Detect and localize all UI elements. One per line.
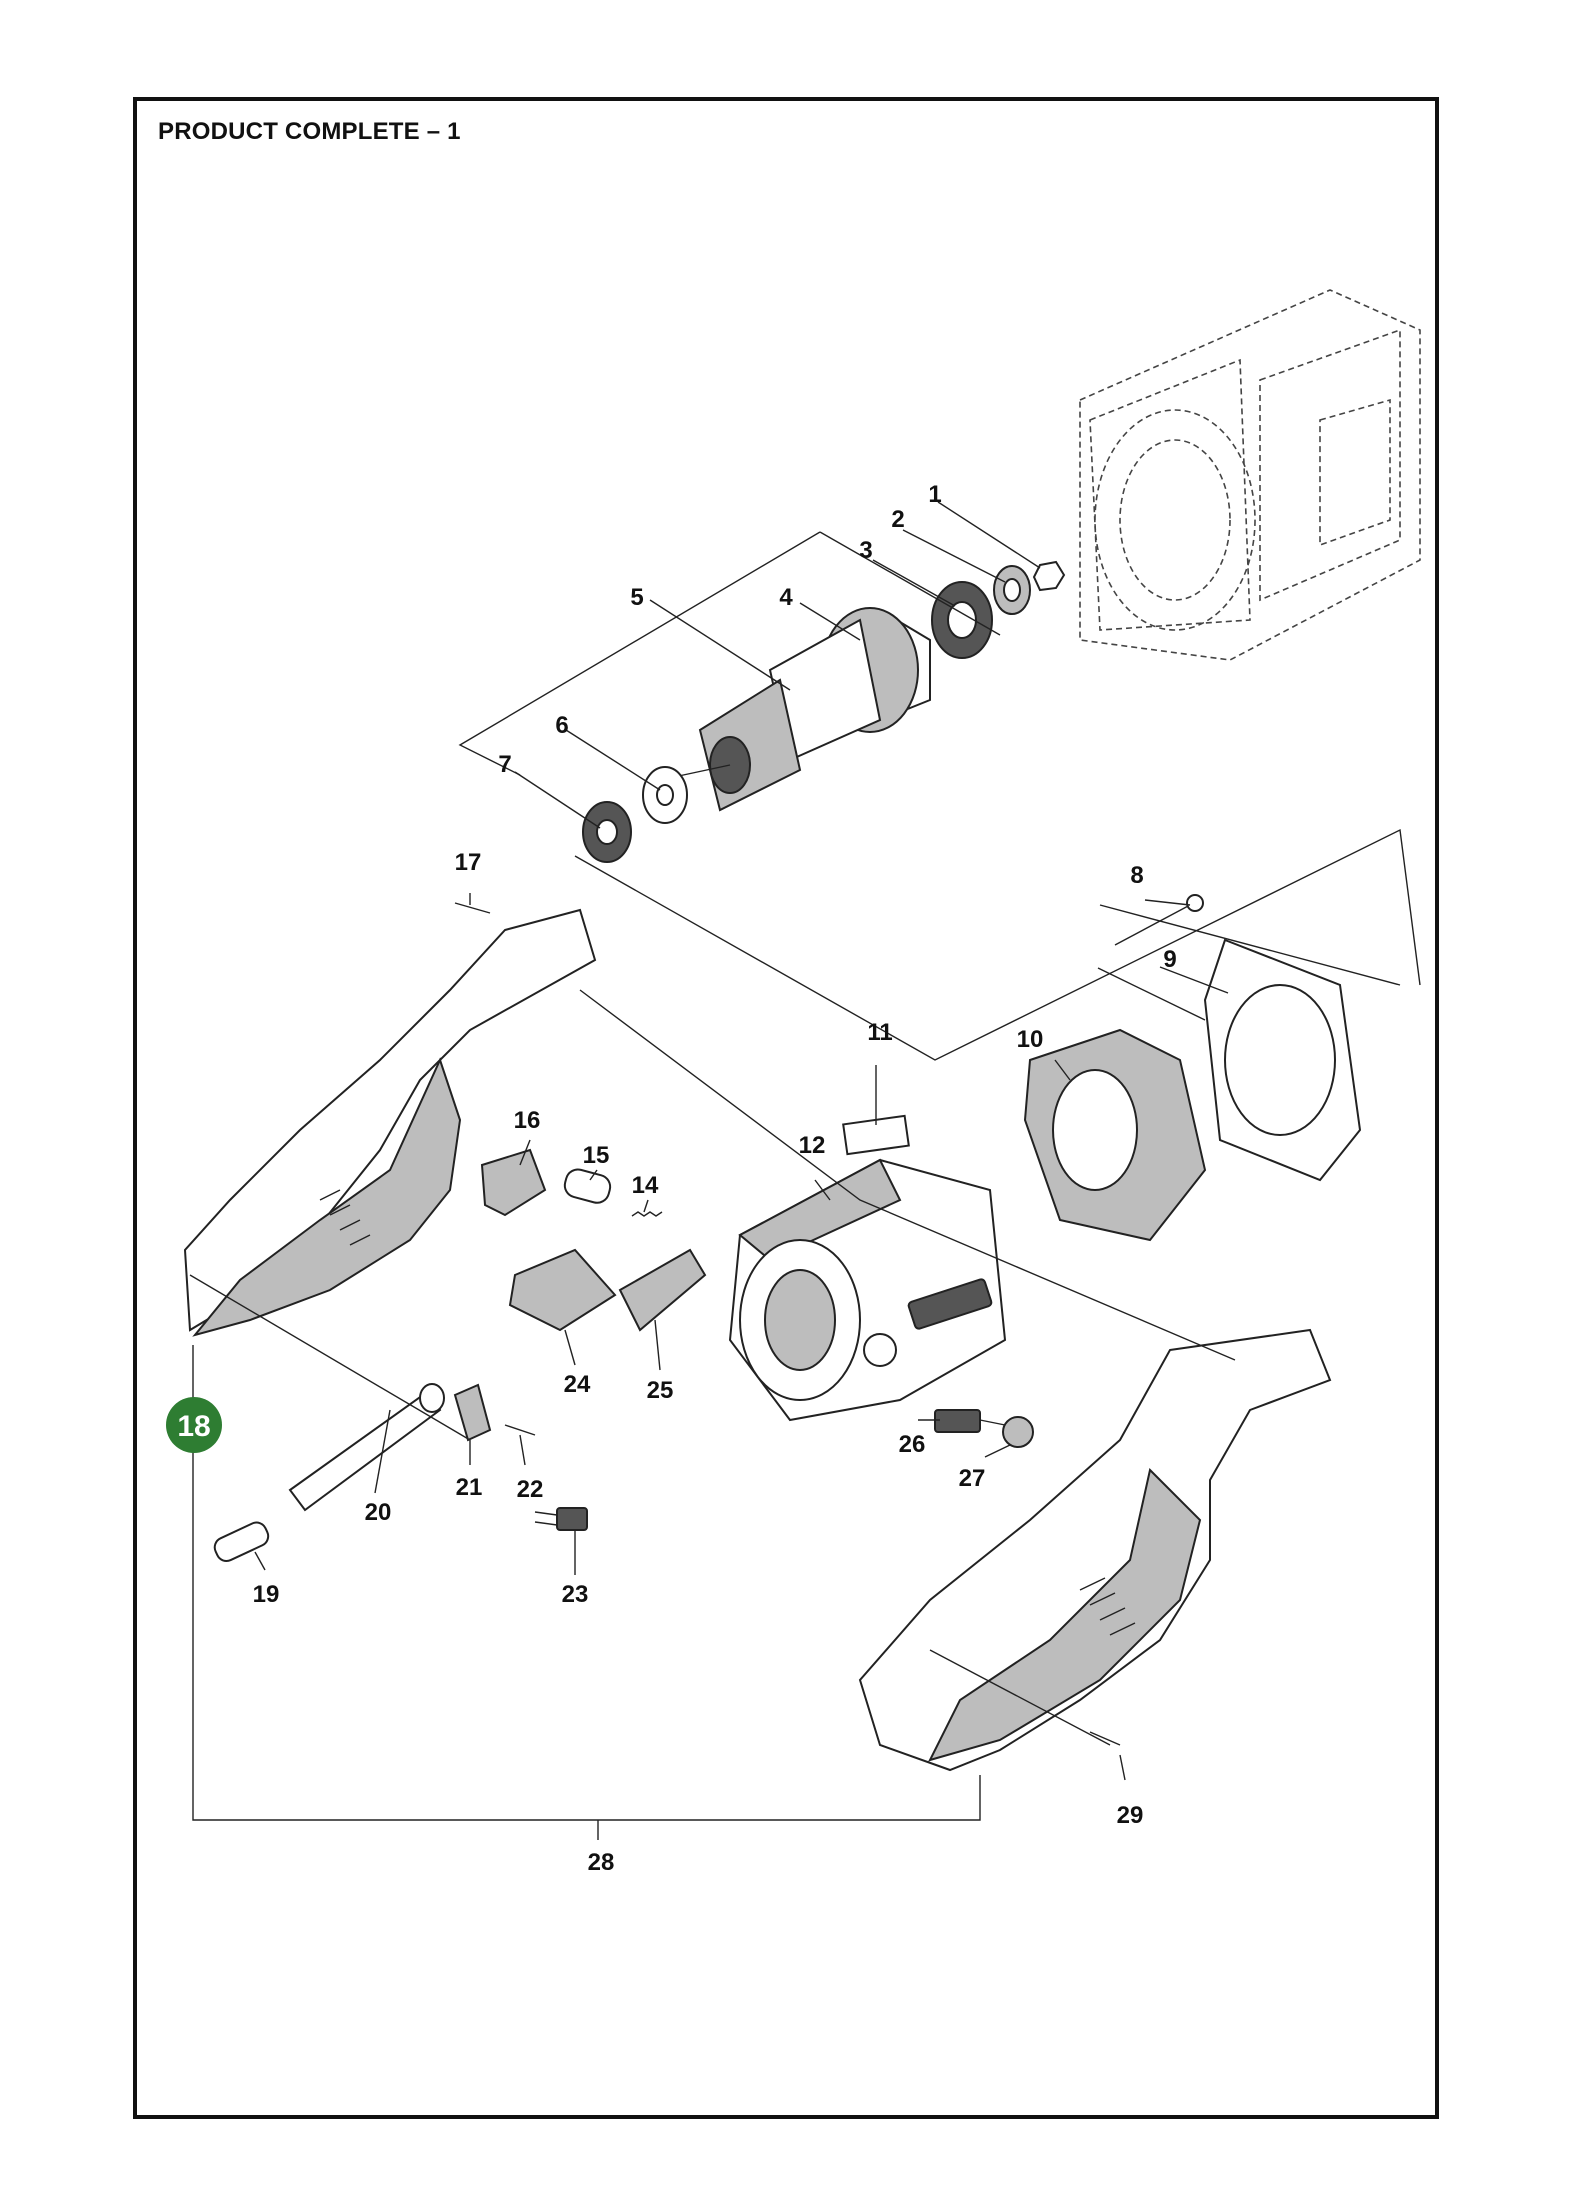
part-label-29: 29 <box>1117 1802 1144 1829</box>
page-title: PRODUCT COMPLETE – 1 <box>158 118 461 145</box>
part-labels: 1 2 3 4 5 6 7 8 9 10 11 12 14 15 16 17 1… <box>253 481 1177 1876</box>
part-label-23: 23 <box>562 1581 589 1608</box>
part-label-19: 19 <box>253 1581 280 1608</box>
part-label-16: 16 <box>514 1107 541 1134</box>
part-label-24: 24 <box>564 1371 591 1398</box>
part-label-20: 20 <box>365 1499 392 1526</box>
part-label-8: 8 <box>1130 862 1143 889</box>
part-label-3: 3 <box>859 537 872 564</box>
part-label-4: 4 <box>779 584 793 611</box>
right-handle-drawing <box>858 1328 1332 1772</box>
part-label-9: 9 <box>1163 946 1176 973</box>
leader-lines <box>189 501 1421 1840</box>
stator-and-fan-drawing <box>1023 894 1362 1242</box>
part-label-6: 6 <box>555 712 568 739</box>
highlighted-part-badge[interactable]: 18 <box>166 1397 222 1453</box>
part-label-5: 5 <box>630 584 643 611</box>
part-label-12: 12 <box>799 1132 826 1159</box>
lower-components-drawing <box>213 1383 1121 1746</box>
part-label-14: 14 <box>632 1172 659 1199</box>
part-label-26: 26 <box>899 1431 926 1458</box>
part-label-2: 2 <box>891 506 904 533</box>
part-label-22: 22 <box>517 1476 544 1503</box>
part-label-11: 11 <box>867 1019 892 1046</box>
part-label-27: 27 <box>959 1465 986 1492</box>
part-label-15: 15 <box>583 1142 610 1169</box>
motor-housing-drawing <box>728 1114 1007 1422</box>
highlight-badge-circle <box>166 1397 222 1453</box>
part-label-17: 17 <box>455 849 482 876</box>
armature-assembly-drawing <box>582 560 1066 863</box>
part-label-21: 21 <box>456 1474 483 1501</box>
part-label-25: 25 <box>647 1377 674 1404</box>
small-components-drawing <box>480 1148 707 1332</box>
part-label-7: 7 <box>498 751 511 778</box>
left-handle-drawing <box>183 902 597 1337</box>
housing-outline-drawing <box>1079 289 1421 661</box>
part-label-18: 18 <box>177 1410 210 1443</box>
part-label-1: 1 <box>928 481 941 508</box>
part-label-10: 10 <box>1017 1026 1044 1053</box>
part-label-28: 28 <box>588 1849 615 1876</box>
